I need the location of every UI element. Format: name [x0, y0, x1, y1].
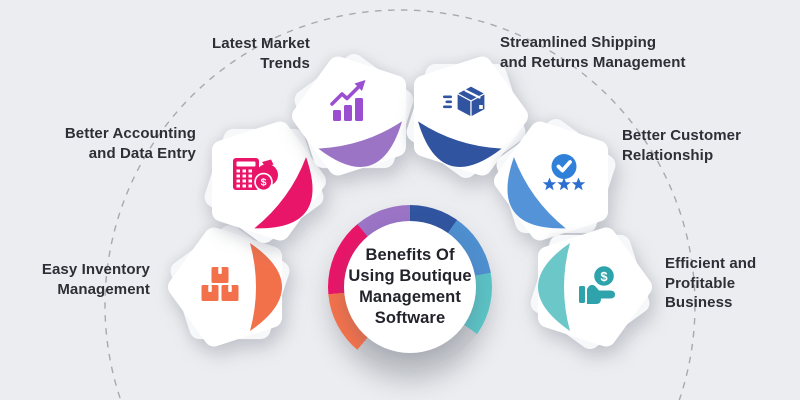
center-circle: Benefits Of Using Boutique Management So…	[344, 221, 476, 353]
accent-band	[507, 157, 566, 229]
profit-hand-icon: $	[579, 266, 615, 304]
pentagon-shape	[292, 54, 414, 176]
customer-rating-icon	[542, 154, 586, 191]
benefit-card-better-accounting: $	[184, 101, 344, 261]
growth-chart-icon	[330, 80, 366, 121]
accent-band	[417, 121, 502, 167]
shipping-box-icon	[443, 85, 486, 118]
benefit-card-shipping-returns	[386, 36, 546, 196]
calculator-money-icon: $	[233, 158, 278, 192]
accent-band	[250, 243, 282, 331]
benefit-card-easy-inventory	[150, 207, 310, 367]
svg-text:$: $	[261, 176, 267, 188]
accent-band	[538, 243, 570, 331]
accent-band	[254, 157, 313, 229]
benefit-card-market-trends	[274, 36, 434, 196]
infographic-title: Benefits Of Using Boutique Management So…	[348, 246, 472, 327]
inventory-boxes-icon	[201, 267, 239, 301]
benefit-card-customer-relationship	[476, 101, 636, 261]
pentagon-shape	[168, 225, 290, 347]
accent-band	[318, 121, 403, 167]
benefit-card-profitable-business: $	[510, 207, 670, 367]
svg-text:$: $	[600, 269, 608, 284]
